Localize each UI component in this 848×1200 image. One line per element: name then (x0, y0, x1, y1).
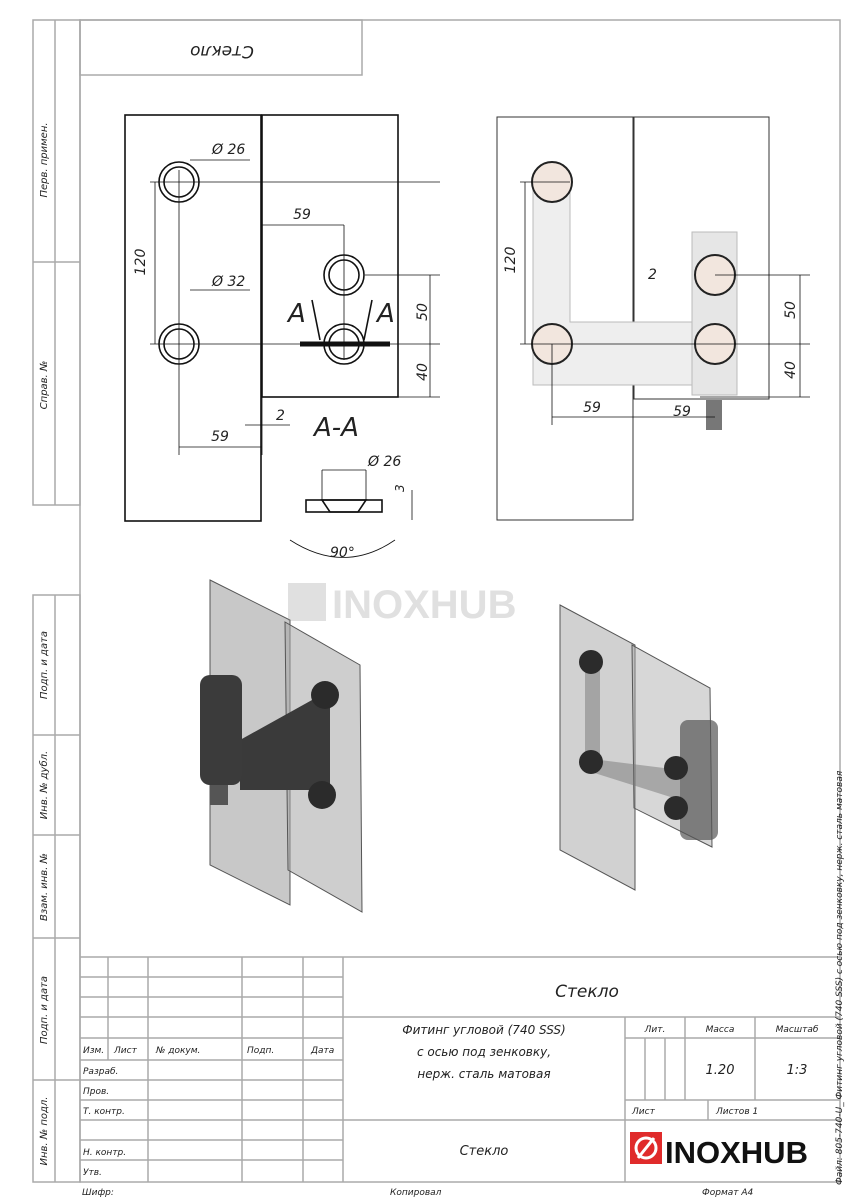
dim-label: 40 (415, 363, 431, 381)
file-label: Файл: 805-740-U_ Фитинг угловой (740 SSS… (835, 770, 845, 1185)
dim-label: 120 (133, 249, 149, 276)
section-mark: А (286, 299, 306, 329)
mass-value: 1.20 (706, 1063, 735, 1078)
scale-value: 1:3 (787, 1063, 808, 1078)
dim-label: 59 (583, 400, 601, 416)
dim-label: 50 (783, 301, 799, 319)
side-label: Справ. № (39, 361, 50, 410)
col-header: Изм. (83, 1046, 104, 1056)
dim-label: Ø 26 (211, 142, 245, 158)
dim-label: Ø 26 (367, 454, 401, 470)
scale-label: Масштаб (776, 1025, 819, 1035)
isometric-view-right (559, 604, 718, 891)
side-label: Подп. и дата (39, 631, 50, 699)
svg-text:INOXHUB: INOXHUB (665, 1135, 808, 1170)
col-header: Подп. (247, 1046, 274, 1056)
material-bottom: Стекло (460, 1144, 509, 1159)
sheet-label: Лист (631, 1107, 656, 1117)
mirrored-label: Стекло (190, 41, 254, 61)
col-header: Дата (310, 1046, 334, 1056)
row-label: Пров. (83, 1087, 109, 1097)
format-label: Формат А4 (702, 1188, 754, 1198)
row-label: Утв. (83, 1168, 102, 1178)
dim-label: 3 (393, 484, 407, 492)
side-label: Подп. и дата (39, 976, 50, 1044)
dim-label: 59 (293, 207, 311, 223)
inoxhub-logo: INOXHUB (630, 1132, 808, 1170)
description-line: с осью под зенковку, (417, 1045, 551, 1059)
isometric-view-left (200, 579, 363, 913)
side-label: Инв. № дубл. (38, 751, 50, 819)
dim-label: 90° (330, 545, 355, 561)
row-label: Разраб. (83, 1067, 118, 1077)
left-strip: Перв. примен. Справ. № Подп. и дата Инв.… (32, 19, 81, 1183)
row-label: Н. контр. (83, 1148, 126, 1158)
dim-label: 120 (503, 247, 519, 274)
title-block: Стекло Фитинг угловой (740 SSS) с осью п… (80, 956, 840, 1182)
dim-label: 2 (276, 408, 285, 424)
dim-label: Ø 32 (211, 274, 245, 290)
side-label: Перв. примен. (39, 122, 50, 197)
side-label: Инв. № подл. (39, 1097, 50, 1166)
material-top: Стекло (555, 982, 619, 1002)
side-label: Взам. инв. № (39, 853, 50, 921)
rear-view-drawing: 120 2 50 40 59 59 (496, 116, 810, 521)
cipher-label: Шифр: (82, 1188, 114, 1198)
sheets-label: Листов 1 (715, 1107, 758, 1117)
description-line: нерж. сталь матовая (417, 1067, 550, 1081)
front-view-drawing: Ø 26 Ø 32 120 59 59 2 50 40 А А А-А Ø 26… (124, 114, 440, 561)
row-label: Т. контр. (83, 1107, 125, 1117)
dim-label: 40 (783, 361, 799, 379)
dim-label: 59 (673, 404, 691, 420)
svg-text:INOXHUB: INOXHUB (332, 583, 516, 627)
lit-label: Лит. (644, 1025, 666, 1035)
description-line: Фитинг угловой (740 SSS) (402, 1023, 565, 1037)
col-header: № докум. (155, 1046, 200, 1056)
dim-label: 59 (211, 429, 229, 445)
col-header: Лист (113, 1046, 138, 1056)
watermark: INOXHUB (288, 583, 516, 627)
dim-label: 2 (648, 267, 657, 283)
dim-label: 50 (415, 303, 431, 321)
section-mark: А (375, 299, 395, 329)
copied-label: Копировал (390, 1188, 442, 1198)
mass-label: Масса (706, 1025, 735, 1035)
section-title: А-А (312, 413, 359, 443)
